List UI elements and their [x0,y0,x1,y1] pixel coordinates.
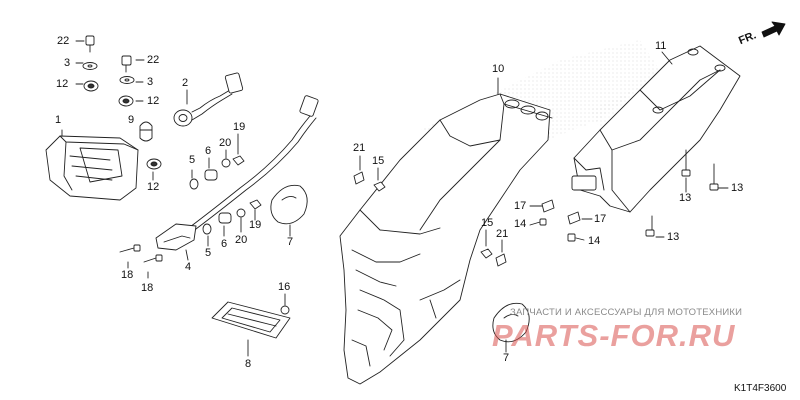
washer-3-left [75,62,98,70]
clip-17-lower [567,211,593,225]
callout-5-upper: 5 [189,154,196,166]
grommet-12-left [75,80,99,92]
callout-19-lower: 19 [249,219,262,231]
screw-18-lower [143,254,163,279]
bolt-13-c [645,215,665,238]
callout-12-low: 12 [147,181,160,193]
callout-17-lower: 17 [594,213,607,225]
callout-22-left: 22 [57,35,70,47]
callout-10: 10 [492,63,505,75]
collar-5-upper [189,169,199,190]
collar-20-lower [236,208,246,233]
callout-17-upper: 17 [514,200,527,212]
callout-6-upper: 6 [205,145,212,157]
callout-20-lower: 20 [235,234,248,246]
clip-17-upper [529,199,555,213]
drawing-code: K1T4F3600 [734,383,787,394]
callout-18-lower: 18 [141,282,154,294]
collar-20-upper [221,149,231,168]
callout-13-b: 13 [731,182,744,194]
washer-3-right [119,76,144,84]
nut-15-upper [373,167,386,192]
callout-7-upper: 7 [287,236,294,248]
bolt-13-a [681,149,691,193]
nut-15-lower [480,229,493,259]
license-light-harness-4 [155,95,319,261]
callout-19-upper: 19 [233,121,246,133]
watermark-caption: ЗАПЧАСТИ И АКСЕССУАРЫ ДЛЯ МОТОТЕХНИКИ [510,307,743,318]
callout-4: 4 [185,261,192,273]
spacer-6-lower [218,212,232,237]
tail-light-assembly [45,129,139,201]
callout-6-lower: 6 [221,238,228,250]
clip-21-upper [353,155,365,185]
callout-21-lower: 21 [496,228,509,240]
callout-15-lower: 15 [481,217,494,229]
callout-14-lower: 14 [588,235,601,247]
grommet-12-low [146,158,162,181]
collar-5-lower [202,223,212,247]
callout-14-upper: 14 [514,218,527,230]
callout-16: 16 [278,281,291,293]
bulb-9 [139,121,153,142]
grommet-12-mid [118,95,144,107]
socket-harness-2 [173,72,244,127]
bolt-13-b [709,163,729,191]
callout-18-upper: 18 [121,269,134,281]
screw-14-upper [529,218,547,226]
grommet-7-upper [270,184,308,237]
callout-3-left: 3 [64,57,71,69]
callout-1: 1 [55,114,62,126]
callout-12-top: 12 [56,78,69,90]
inner-fender-11 [571,45,741,213]
rear-fender-10 [339,77,553,385]
watermark-logo: PARTS-FOR.RU [492,318,736,353]
callout-8: 8 [245,358,252,370]
callout-2: 2 [182,77,189,89]
clip-16 [280,293,290,315]
bolt-22-left [75,35,95,53]
nut-19-upper [232,133,245,166]
front-arrow-icon [761,21,786,38]
clip-21-lower [495,239,507,267]
callout-13-a: 13 [679,192,692,204]
callout-20-upper: 20 [219,137,232,149]
callout-5-lower: 5 [205,247,212,259]
callout-21-upper: 21 [353,142,366,154]
callout-9: 9 [128,114,135,126]
callout-13-c: 13 [667,231,680,243]
screw-14-lower [567,233,585,242]
callout-7-lower: 7 [503,352,510,364]
spacer-6-upper [204,157,218,181]
callout-22-right: 22 [147,54,160,66]
callout-15-upper: 15 [372,155,385,167]
nut-19-lower [249,199,262,221]
reflector-8 [211,301,291,357]
bolt-22-right [121,55,145,73]
callout-12-mid: 12 [147,95,160,107]
screw-18-upper [119,244,141,269]
grommet-7-lower [492,302,530,353]
callout-3-right: 3 [147,76,154,88]
callout-11: 11 [655,40,667,52]
